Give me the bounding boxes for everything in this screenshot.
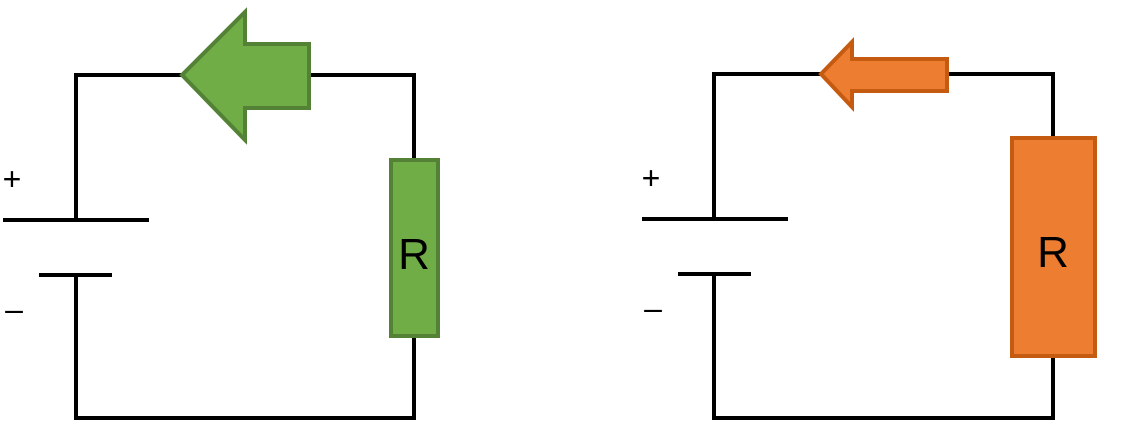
right-wire-bottom-loop [712,273,1055,420]
left-wire-bottom-loop [74,274,416,420]
right-battery-plus-sign: + [642,160,661,196]
right-resistor [1010,136,1097,358]
left-resistor-label: R [398,230,430,279]
left-battery-minus-sign: – [5,291,23,327]
left-resistor [389,158,440,338]
circuit-left: + – R [3,7,440,420]
right-wire-top-loop [712,72,1055,219]
right-battery-minus-sign: – [644,290,662,326]
right-resistor-label: R [1037,228,1069,277]
left-current-arrow [179,7,311,145]
left-battery-plus-sign: + [3,161,22,197]
circuit-right: + – R [642,37,1097,420]
right-current-arrow [818,37,949,113]
